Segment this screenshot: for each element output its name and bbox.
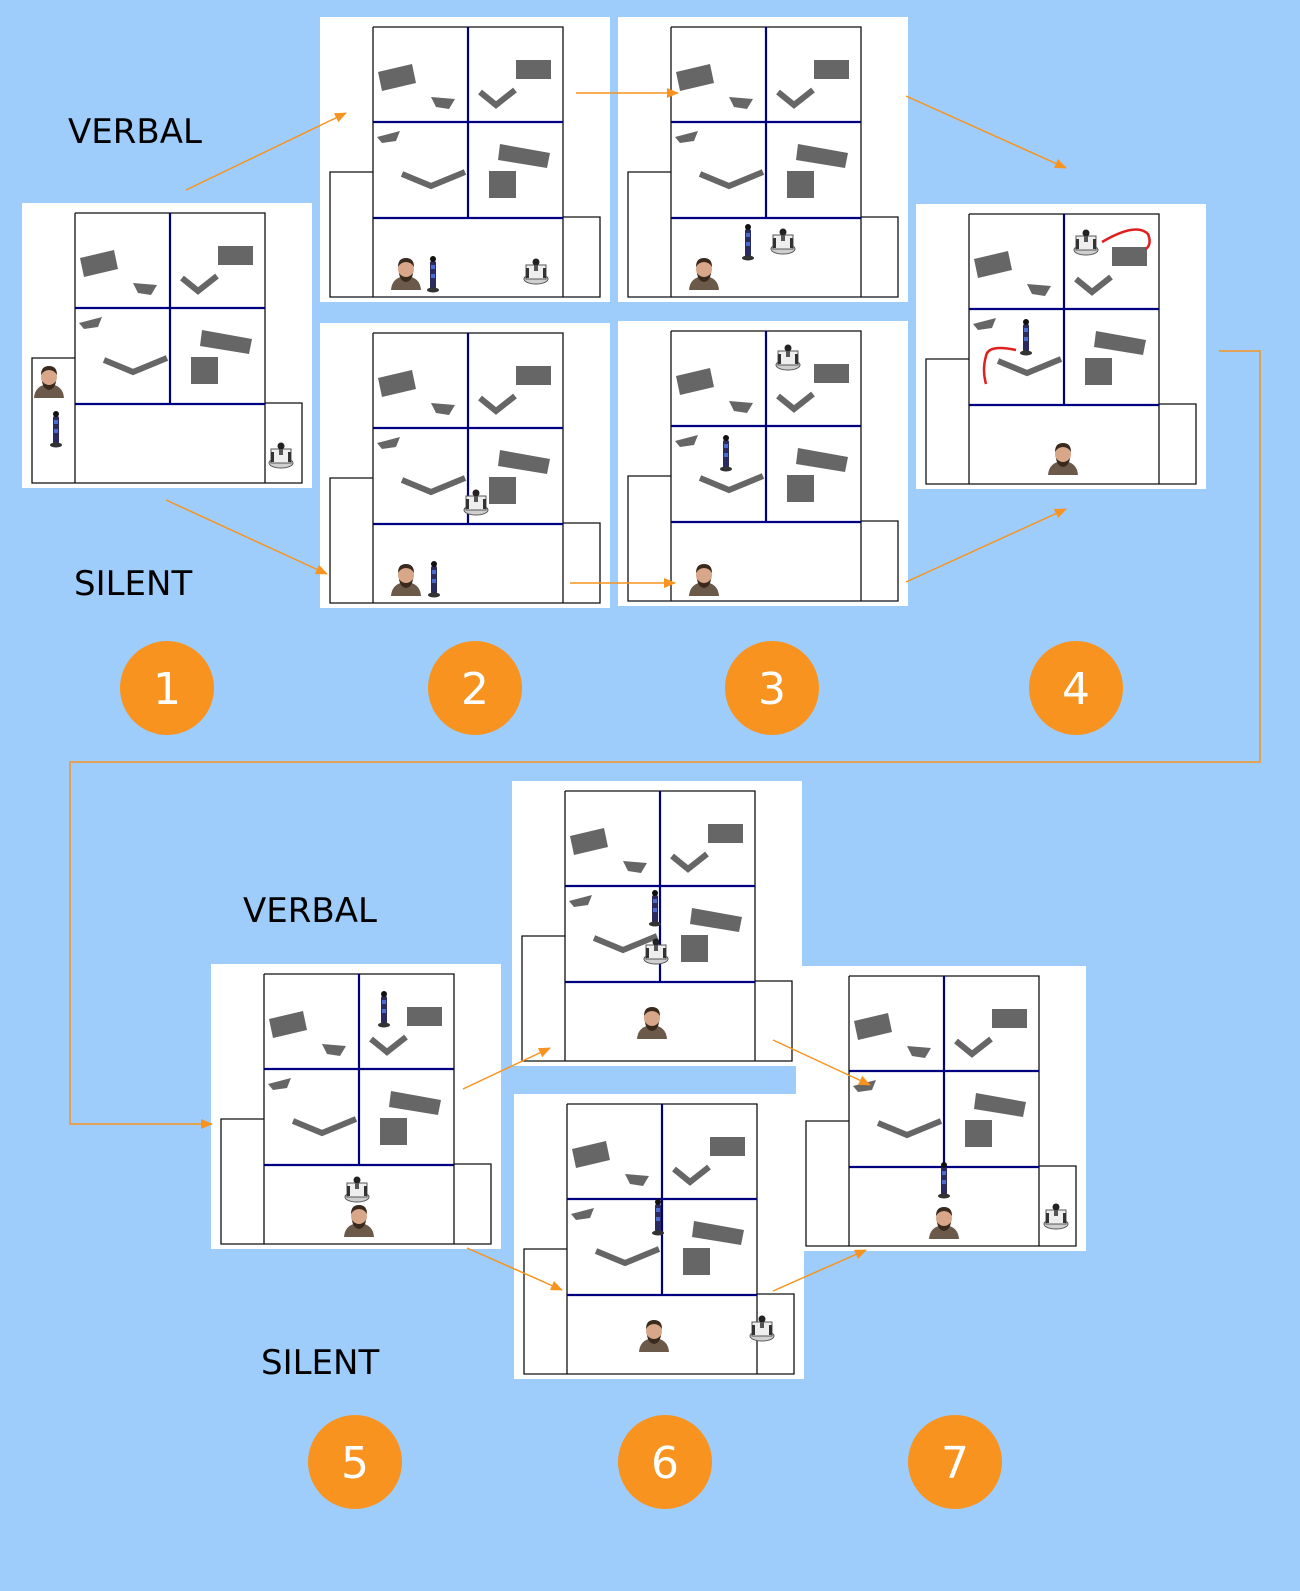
flow-arrows bbox=[69, 88, 1261, 1292]
step-circle-2: 2 bbox=[428, 641, 522, 735]
step-circle-7: 7 bbox=[908, 1415, 1002, 1509]
map-panel-4 bbox=[916, 204, 1206, 489]
step-circle-6: 6 bbox=[618, 1415, 712, 1509]
arrow-3-to-4-silent bbox=[905, 508, 1067, 583]
arrow-3-to-4-verbal bbox=[905, 95, 1067, 169]
arrow-5-to-6-silent bbox=[466, 1247, 563, 1291]
step-number-3: 3 bbox=[758, 664, 786, 715]
arrow-1-to-2-silent bbox=[165, 499, 328, 575]
step-number-7: 7 bbox=[941, 1438, 969, 1489]
label-verbal-top: VERBAL bbox=[68, 112, 202, 152]
map-panel-2-silent bbox=[320, 323, 610, 608]
step-circle-4: 4 bbox=[1029, 641, 1123, 735]
step-number-4: 4 bbox=[1062, 664, 1090, 715]
map-panel-1 bbox=[22, 203, 312, 488]
label-silent-top: SILENT bbox=[74, 564, 192, 604]
arrow-4-to-5 bbox=[69, 350, 1261, 1129]
arrow-6-to-7-silent bbox=[772, 1249, 867, 1292]
label-silent-bottom: SILENT bbox=[261, 1343, 379, 1383]
step-number-5: 5 bbox=[341, 1438, 369, 1489]
map-panel-7 bbox=[796, 966, 1086, 1251]
step-circle-5: 5 bbox=[308, 1415, 402, 1509]
map-panel-2-verbal bbox=[320, 17, 610, 302]
step-circle-1: 1 bbox=[120, 641, 214, 735]
map-panel-3-verbal bbox=[618, 17, 908, 302]
arrow-5-to-6-verbal bbox=[462, 1047, 551, 1090]
arrow-6-to-7-verbal bbox=[772, 1039, 871, 1086]
map-panel-6-verbal bbox=[512, 781, 802, 1066]
map-panel-3-silent bbox=[618, 321, 908, 606]
step-number-2: 2 bbox=[461, 664, 489, 715]
step-number-1: 1 bbox=[153, 664, 181, 715]
map-panel-5 bbox=[211, 964, 501, 1249]
arrow-1-to-2-verbal bbox=[185, 112, 347, 191]
label-verbal-bottom: VERBAL bbox=[243, 891, 377, 931]
step-number-6: 6 bbox=[651, 1438, 679, 1489]
map-panel-6-silent bbox=[514, 1094, 804, 1379]
step-circle-3: 3 bbox=[725, 641, 819, 735]
